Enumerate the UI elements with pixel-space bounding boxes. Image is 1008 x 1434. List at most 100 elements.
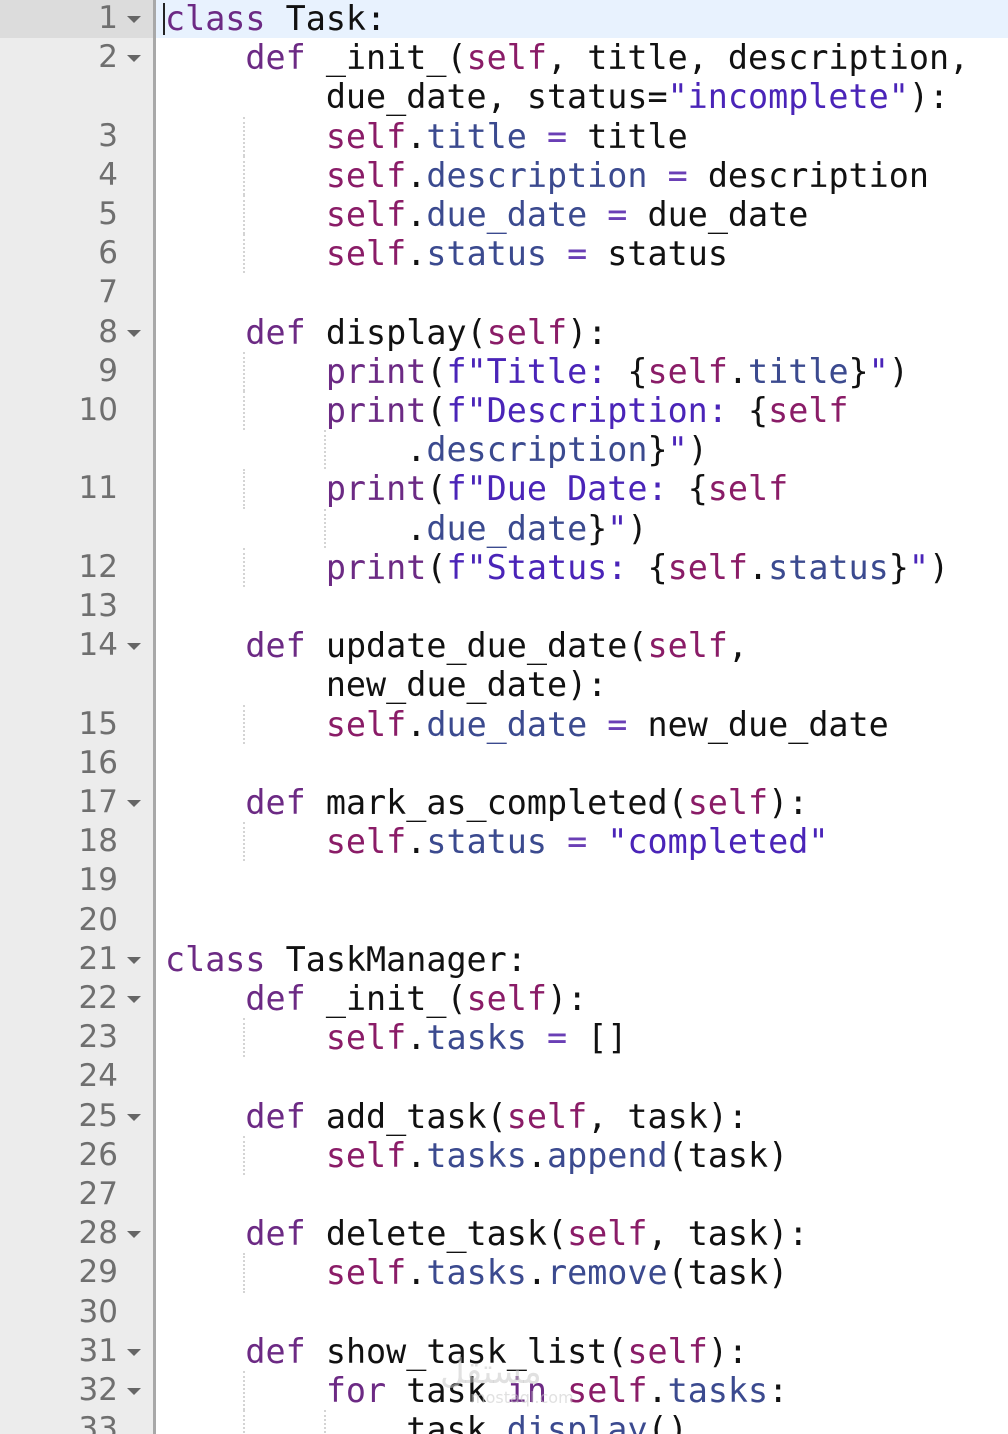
code-token bbox=[165, 1253, 326, 1292]
code-token: } bbox=[647, 430, 668, 470]
code-line[interactable]: .due_date}") bbox=[165, 509, 647, 548]
code-token: tasks bbox=[667, 1371, 769, 1410]
code-line[interactable]: self.tasks.append(task) bbox=[165, 1136, 788, 1175]
code-line[interactable]: def delete_task(self, task): bbox=[165, 1214, 808, 1253]
code-token: self bbox=[466, 979, 547, 1018]
fold-toggle-icon[interactable] bbox=[127, 16, 141, 23]
line-number: 26 bbox=[78, 1136, 118, 1173]
code-line[interactable]: self.description = description bbox=[165, 156, 929, 195]
indent-guide bbox=[243, 155, 246, 195]
fold-toggle-icon[interactable] bbox=[127, 1113, 141, 1121]
code-token: = bbox=[567, 822, 588, 862]
code-token: self bbox=[325, 155, 407, 195]
indent-guide bbox=[243, 469, 246, 509]
line-number: 22 bbox=[78, 980, 118, 1016]
code-token: { bbox=[647, 547, 668, 587]
code-token: remove bbox=[546, 1253, 668, 1293]
line-number: 6 bbox=[98, 235, 118, 272]
code-token: [] bbox=[567, 1018, 628, 1058]
code-line[interactable]: print(f"Title: {self.title}") bbox=[165, 352, 909, 391]
code-line[interactable]: self.due_date = new_due_date bbox=[165, 705, 889, 744]
fold-toggle-icon[interactable] bbox=[127, 329, 141, 337]
code-line[interactable]: self.status = "completed" bbox=[165, 822, 829, 862]
line-number: 28 bbox=[78, 1215, 118, 1252]
line-number: 3 bbox=[98, 117, 118, 154]
code-line[interactable]: for task in self.tasks: bbox=[165, 1371, 788, 1410]
fold-toggle-icon[interactable] bbox=[127, 1348, 141, 1356]
code-line[interactable]: print(f"Due Date: {self bbox=[165, 469, 788, 508]
line-number: 10 bbox=[78, 392, 118, 428]
code-token: self bbox=[687, 783, 769, 822]
code-line[interactable]: class TaskManager: bbox=[165, 940, 527, 979]
code-line[interactable]: self.tasks = [] bbox=[165, 1018, 628, 1058]
code-token: self bbox=[325, 1253, 407, 1293]
code-token: "incomplete" bbox=[667, 77, 909, 117]
code-token: task bbox=[386, 1371, 507, 1410]
code-token bbox=[165, 1097, 245, 1136]
indent-guide bbox=[243, 234, 246, 274]
line-number: 1 bbox=[98, 0, 118, 36]
fold-toggle-icon[interactable] bbox=[127, 643, 141, 651]
code-line[interactable]: task.display() bbox=[165, 1410, 687, 1434]
code-line[interactable]: due_date, status="incomplete"): bbox=[165, 77, 949, 116]
code-line[interactable]: def add_task(self, task): bbox=[165, 1097, 748, 1136]
code-line[interactable]: self.tasks.remove(task) bbox=[165, 1253, 788, 1292]
code-token: self bbox=[768, 391, 849, 430]
code-token: print bbox=[325, 469, 427, 509]
code-line[interactable]: self.status = status bbox=[165, 234, 728, 273]
code-token: = bbox=[607, 195, 628, 234]
code-token: self bbox=[707, 469, 789, 509]
code-line[interactable]: def display(self): bbox=[165, 313, 607, 352]
code-token: , bbox=[727, 626, 749, 666]
code-token: = bbox=[667, 155, 688, 195]
code-token: description bbox=[687, 155, 929, 195]
fold-toggle-icon[interactable] bbox=[127, 956, 141, 964]
code-token: (task) bbox=[667, 1135, 789, 1175]
fold-toggle-icon[interactable] bbox=[127, 1231, 141, 1239]
code-line[interactable]: def _init_(self, title, description, bbox=[165, 38, 969, 77]
code-token: { bbox=[748, 391, 769, 430]
fold-toggle-icon[interactable] bbox=[127, 55, 141, 63]
code-token: task. bbox=[165, 1410, 507, 1434]
code-token: class bbox=[165, 0, 266, 38]
code-token bbox=[165, 391, 326, 430]
code-line[interactable]: print(f"Status: {self.status}") bbox=[165, 548, 949, 587]
code-line[interactable]: def mark_as_completed(self): bbox=[165, 783, 808, 822]
line-number: 18 bbox=[78, 823, 118, 860]
code-token bbox=[165, 1214, 245, 1253]
code-token: description bbox=[426, 430, 648, 470]
indent-guide bbox=[243, 351, 246, 391]
code-token: . bbox=[406, 234, 427, 274]
code-token: f"Due Date: bbox=[446, 469, 688, 509]
code-token: . bbox=[526, 1253, 547, 1293]
line-number: 23 bbox=[78, 1019, 118, 1056]
indent-guide bbox=[323, 430, 326, 470]
indent-guide bbox=[243, 1410, 246, 1434]
code-token: ( bbox=[426, 391, 447, 430]
code-token: self bbox=[647, 626, 728, 666]
code-line[interactable]: new_due_date): bbox=[165, 665, 607, 704]
code-line[interactable]: def show_task_list(self): bbox=[165, 1332, 748, 1371]
code-token: ): bbox=[546, 979, 588, 1018]
code-line[interactable]: .description}") bbox=[165, 430, 708, 469]
code-line[interactable]: self.title = title bbox=[165, 117, 688, 156]
code-line[interactable]: def update_due_date(self, bbox=[165, 626, 748, 665]
code-token: = bbox=[546, 116, 568, 156]
code-line[interactable]: def _init_(self): bbox=[165, 979, 587, 1018]
code-line[interactable]: print(f"Description: {self bbox=[165, 391, 849, 430]
code-token: _init_( bbox=[305, 38, 467, 78]
code-token: print bbox=[325, 547, 427, 587]
fold-toggle-icon[interactable] bbox=[127, 800, 141, 807]
code-token: self bbox=[567, 1214, 648, 1254]
code-token: = bbox=[546, 1018, 568, 1058]
fold-toggle-icon[interactable] bbox=[127, 1388, 141, 1395]
code-token: self bbox=[567, 1371, 648, 1410]
code-line[interactable]: class Task: bbox=[165, 0, 386, 38]
fold-toggle-icon[interactable] bbox=[127, 996, 141, 1003]
code-token bbox=[165, 1332, 245, 1371]
code-token: , task): bbox=[647, 1214, 809, 1254]
code-line[interactable]: self.due_date = due_date bbox=[165, 195, 809, 234]
code-token: in bbox=[506, 1371, 547, 1410]
code-token: mark_as_completed( bbox=[305, 783, 688, 822]
